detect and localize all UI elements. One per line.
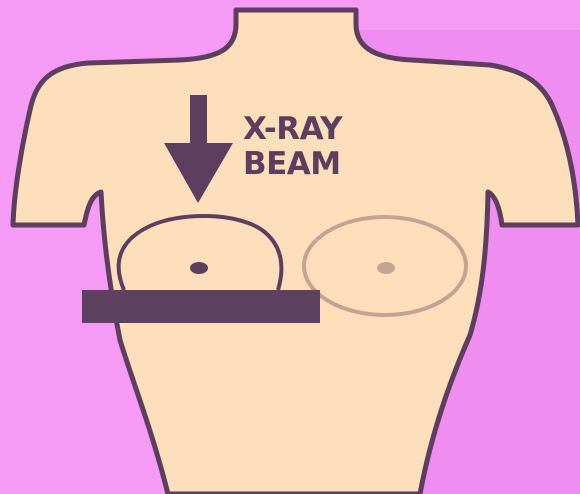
label-line-1: X-RAY [243,112,342,147]
right-nipple [377,262,395,274]
xray-beam-label: X-RAY BEAM [243,112,342,182]
compression-plate [82,290,320,323]
left-nipple [190,262,208,274]
label-line-2: BEAM [243,147,342,182]
